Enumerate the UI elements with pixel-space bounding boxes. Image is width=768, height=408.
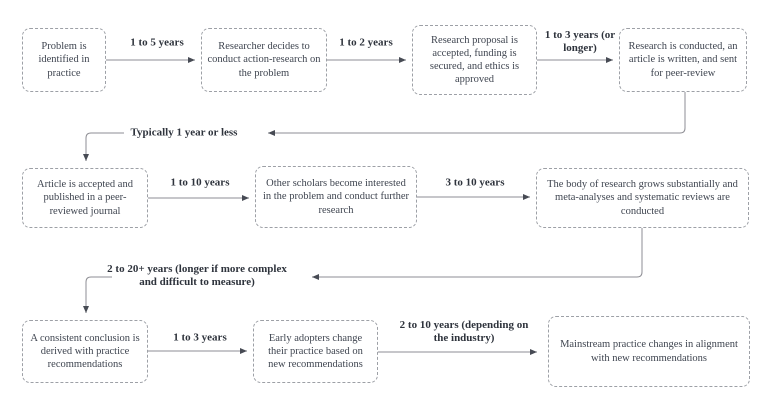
- edge-label-proposal-to-research: 1 to 3 years (or longer): [544, 29, 616, 54]
- arrow-body-down-left: [312, 228, 643, 280]
- flow-node-researcher-decides: Researcher decides to conduct action-res…: [201, 28, 327, 92]
- flow-node-research-conducted: Research is conducted, an article is wri…: [619, 28, 747, 92]
- edge-label-research-to-published: Typically 1 year or less: [130, 126, 238, 139]
- flow-node-article-published: Article is accepted and published in a p…: [22, 168, 148, 228]
- arrow-research-down-left: [268, 92, 686, 136]
- edge-label-conclusion-to-adopters: 1 to 3 years: [173, 331, 227, 344]
- flow-node-proposal-accepted: Research proposal is accepted, funding i…: [412, 25, 537, 95]
- edge-label-scholars-to-body: 3 to 10 years: [445, 176, 505, 189]
- edge-label-researcher-to-proposal: 1 to 2 years: [339, 36, 393, 49]
- edge-label-adopters-to-mainstream: 2 to 10 years (depending on the industry…: [399, 319, 529, 344]
- flow-node-consistent-conclusion: A consistent conclusion is derived with …: [22, 320, 148, 383]
- flow-node-problem-identified: Problem is identified in practice: [22, 28, 106, 92]
- flow-node-mainstream-practice: Mainstream practice changes in alignment…: [548, 316, 750, 387]
- arrow-into-published: [83, 132, 124, 161]
- edge-label-problem-to-researcher: 1 to 5 years: [130, 36, 184, 49]
- edge-label-published-to-scholars: 1 to 10 years: [170, 176, 230, 189]
- flow-node-scholars-interested: Other scholars become interested in the …: [255, 166, 417, 228]
- arrow-into-conclusion: [83, 276, 112, 313]
- flow-node-early-adopters: Early adopters change their practice bas…: [253, 320, 378, 383]
- flow-node-body-of-research: The body of research grows substantially…: [536, 168, 749, 228]
- edge-label-body-to-conclusion: 2 to 20+ years (longer if more complex a…: [107, 263, 287, 288]
